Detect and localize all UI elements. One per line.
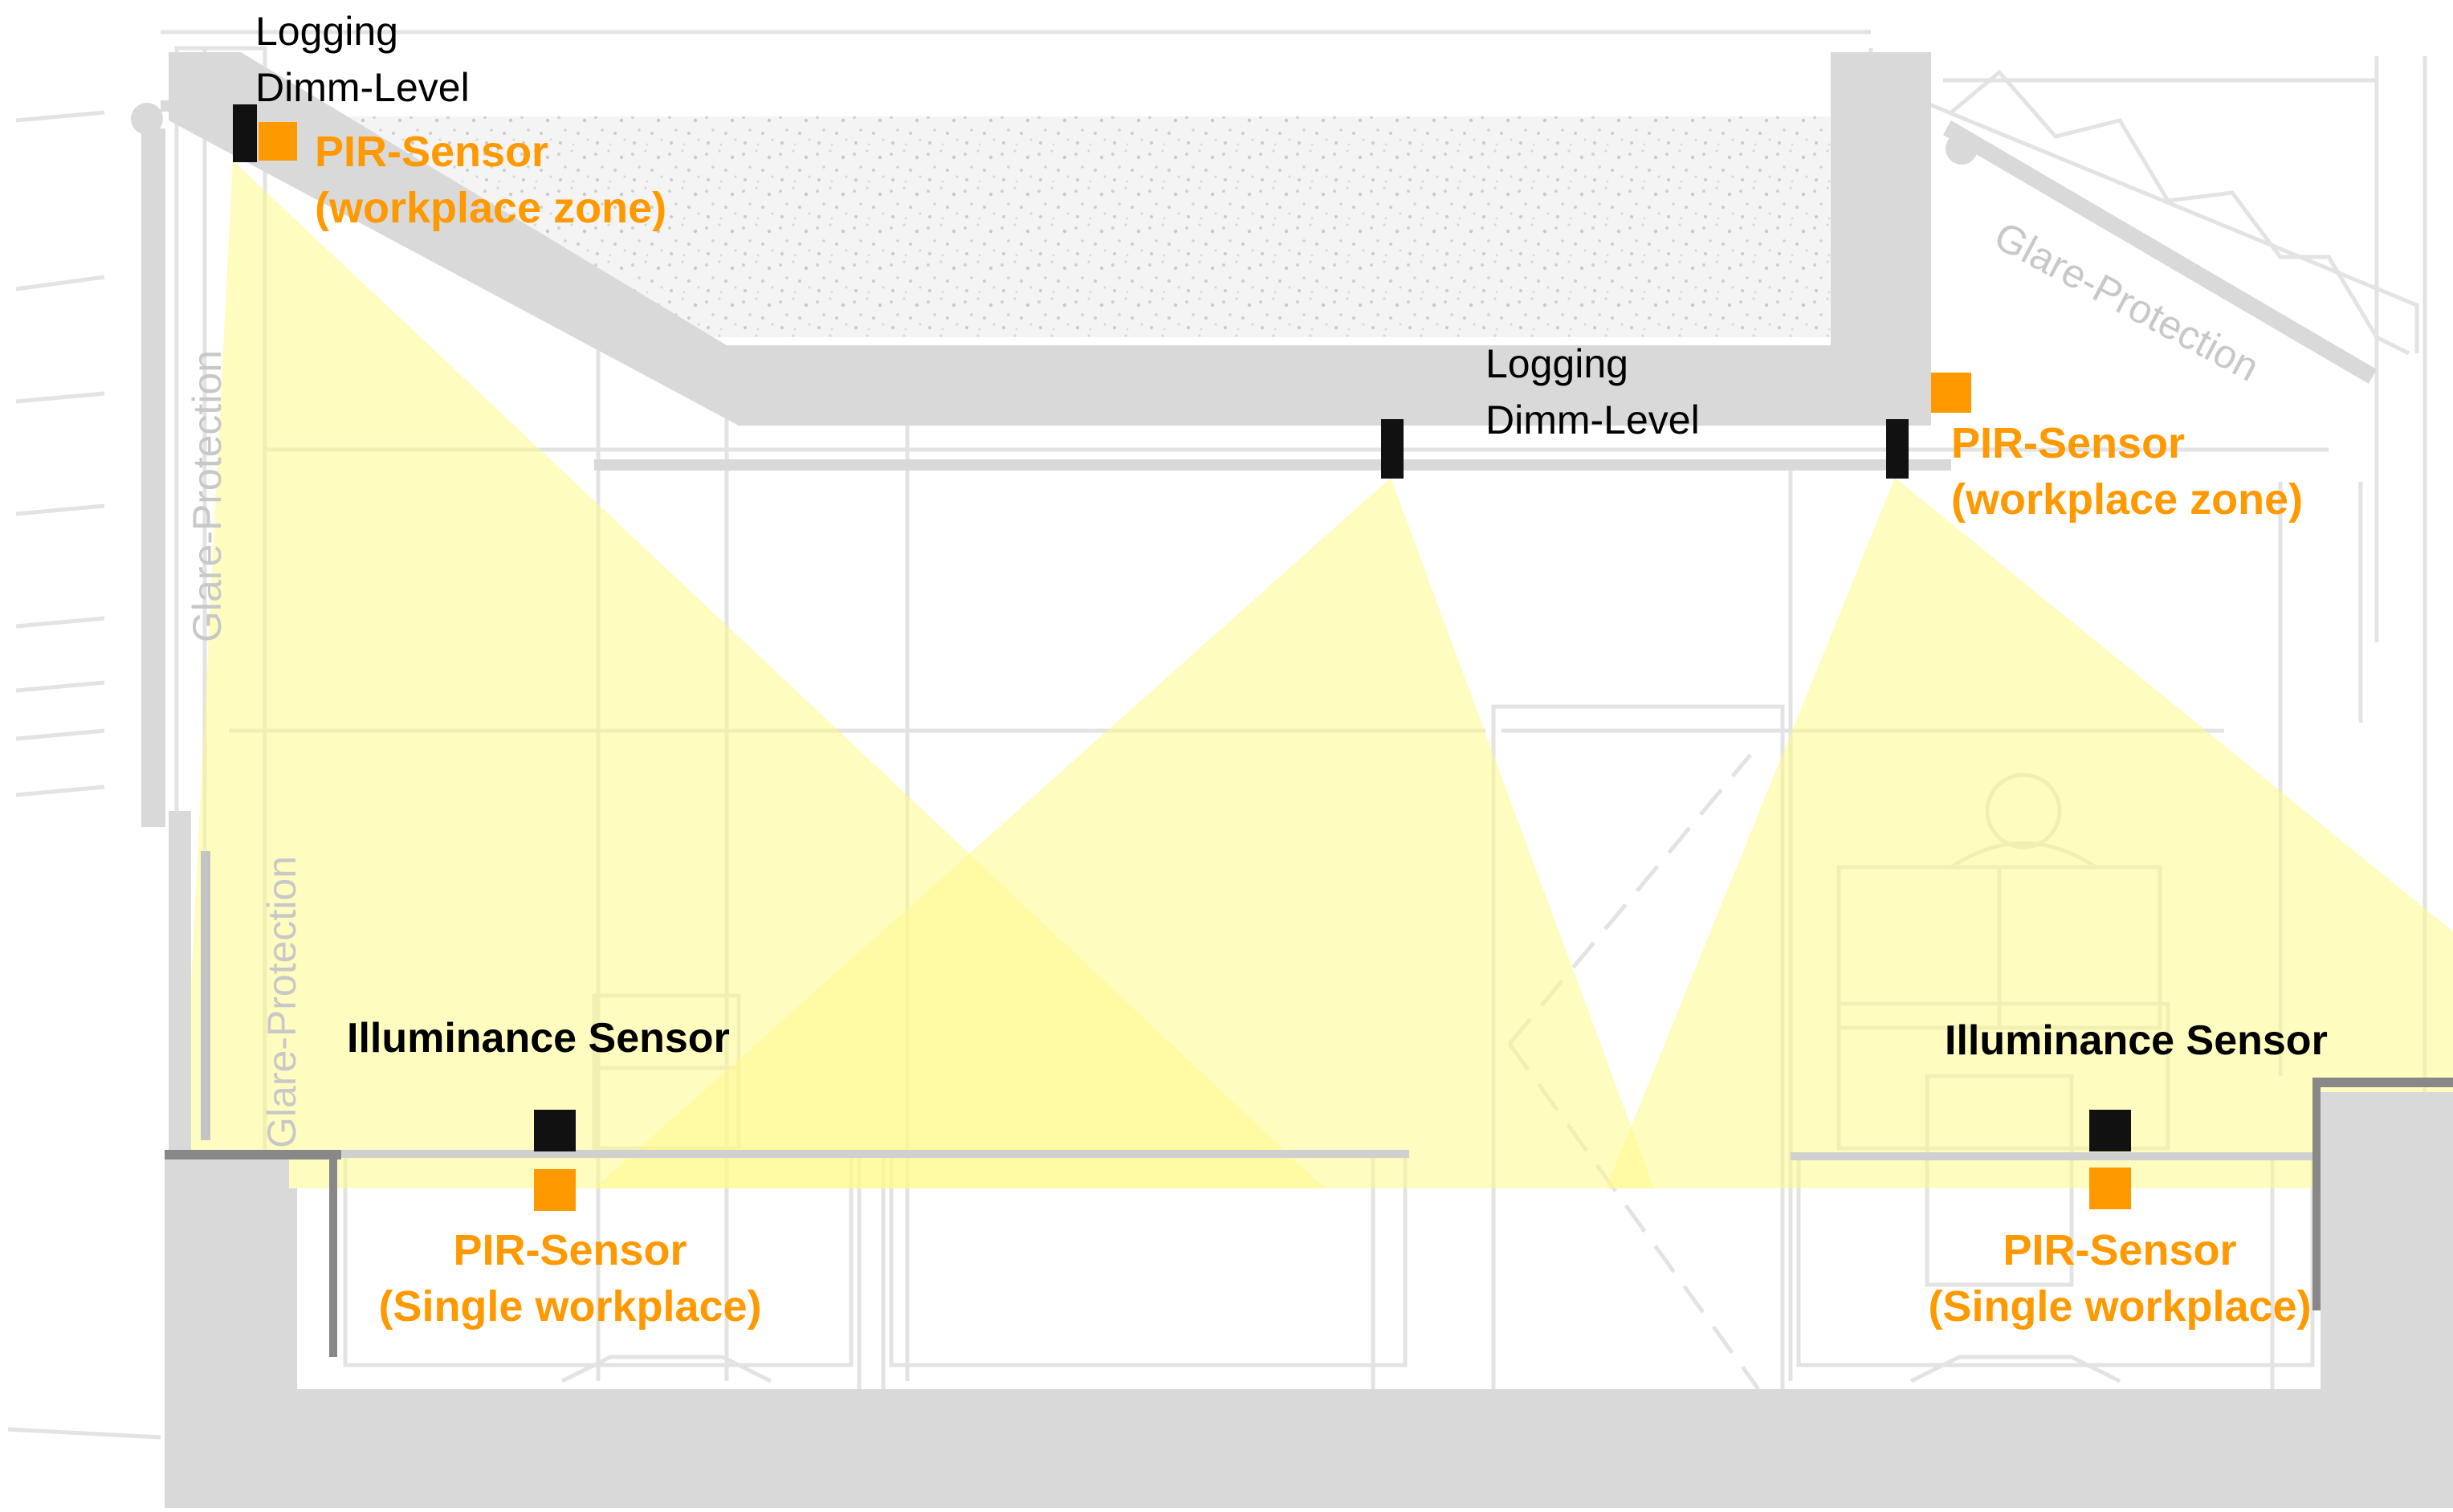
facade-column [141,128,165,827]
glare-protection-label-left-upper: Glare-Protection [185,350,230,642]
pir-sensor-workplace-zone-left [259,122,297,161]
pir-label-bottom-left-line2: (Single workplace) [378,1282,761,1331]
parapet-right [1831,52,1931,426]
illuminance-sensor-left [534,1110,576,1151]
logging-label-middle-line1: Logging [1485,341,1628,386]
pir-label-top-left-line2: (workplace zone) [315,184,666,232]
pir-label-bottom-left-line1: PIR-Sensor [453,1226,687,1274]
logging-label-left-line2: Dimm-Level [255,65,470,110]
pir-sensor-single-workplace-left [534,1169,576,1211]
pir-label-bottom-right-line1: PIR-Sensor [2003,1226,2236,1274]
logging-label-left-line1: Logging [255,9,398,54]
pir-label-top-left-line1: PIR-Sensor [315,128,548,176]
luminaire-logging-sensor-middle [1381,419,1404,479]
luminaire-logging-sensor-left [233,104,257,162]
pir-label-top-right-line2: (workplace zone) [1951,475,2303,524]
ceiling-strip [594,459,1951,471]
pir-sensor-single-workplace-right [2089,1168,2131,1209]
luminaire-logging-sensor-right [1886,419,1909,479]
pir-label-bottom-right-line2: (Single workplace) [1928,1282,2311,1331]
building-structure [131,52,2453,1508]
illuminance-sensor-label-left: Illuminance Sensor [347,1015,730,1062]
glazing-right [1943,120,2377,384]
pir-sensor-workplace-zone-right [1931,373,1971,413]
sensors [233,104,2131,1211]
floor-slab [165,1389,2453,1508]
light-cone-middle [594,478,1654,1188]
light-cones [181,161,2453,1188]
roof-slab [169,52,1831,426]
pir-label-top-right-line1: PIR-Sensor [1951,419,2185,467]
illuminance-sensor-right [2089,1110,2131,1151]
light-cone-right [1606,478,2453,1188]
logging-label-middle-line2: Dimm-Level [1485,397,1700,442]
illuminance-sensor-label-right: Illuminance Sensor [1945,1017,2328,1064]
glare-protection-label-left-lower: Glare-Protection [259,856,304,1148]
